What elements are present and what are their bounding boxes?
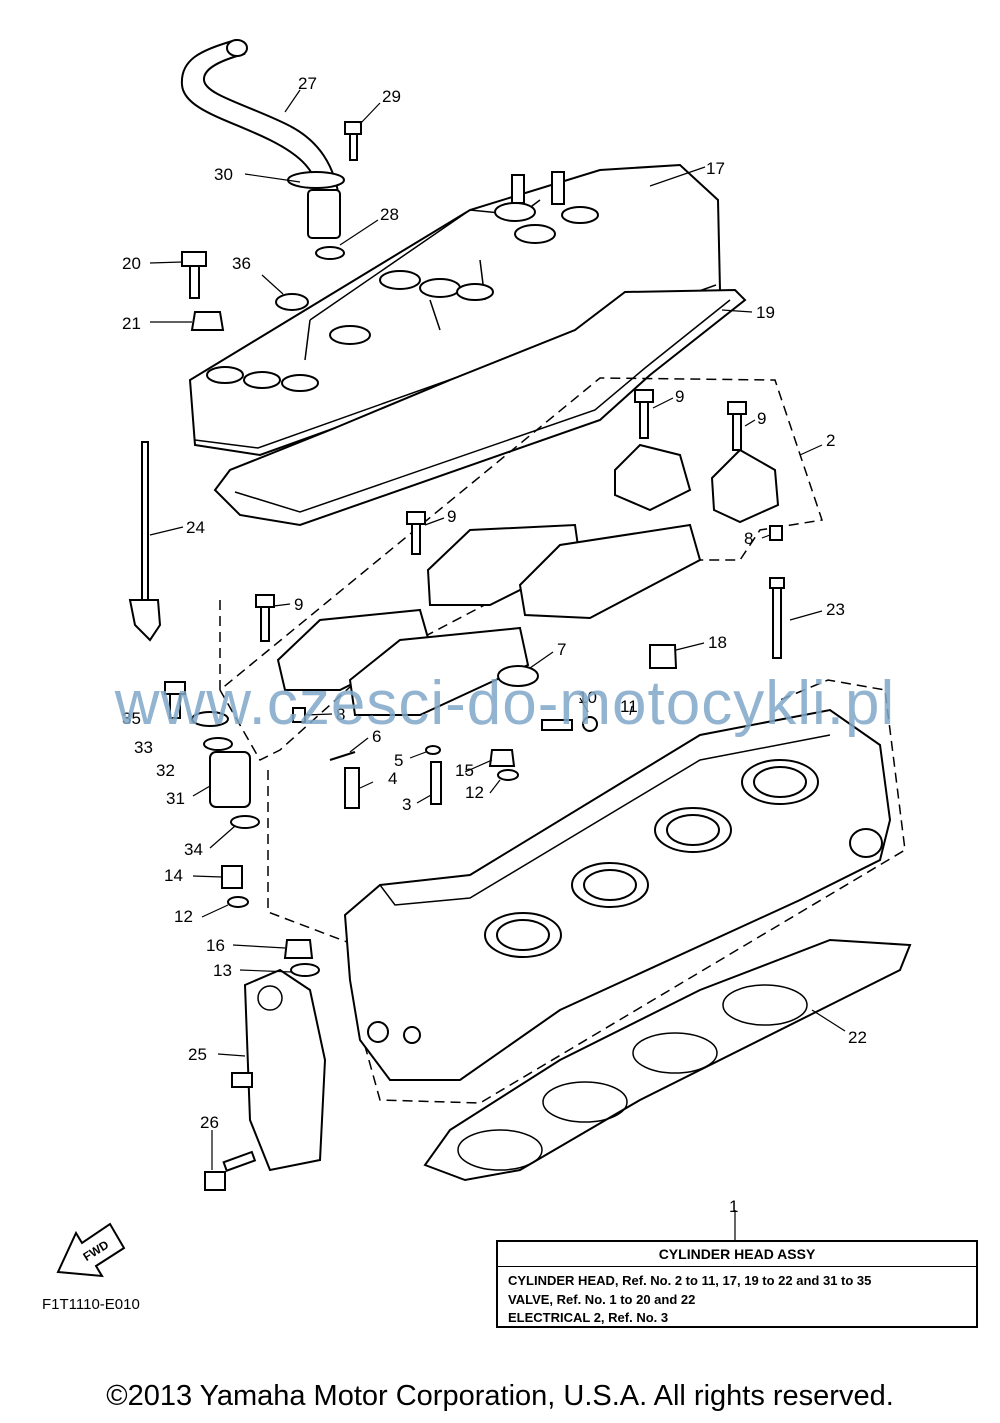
callout-30: 30 (214, 165, 233, 184)
callout-26: 26 (200, 1113, 219, 1132)
stud-bolt-23-part (769, 577, 785, 659)
camshaft-cap-assembly-outline (219, 377, 823, 761)
callout-5: 5 (394, 751, 403, 770)
cover-plate-part (243, 968, 327, 1172)
callout-6: 6 (372, 727, 381, 746)
callout-35: 35 (122, 709, 141, 728)
callout-10: 10 (578, 688, 597, 707)
callout-11: 11 (620, 697, 638, 716)
callout-2: 2 (826, 431, 835, 450)
nut-14-part (221, 865, 243, 889)
callout-32: 32 (156, 761, 175, 780)
callout-19: 19 (756, 303, 775, 322)
o-ring-34-part (230, 815, 260, 829)
callout-7: 7 (557, 640, 566, 659)
valve-parts (329, 716, 598, 809)
legend-line-1: CYLINDER HEAD, Ref. No. 2 to 11, 17, 19 … (508, 1273, 872, 1288)
callout-9-c: 9 (447, 507, 456, 526)
legend-divider (498, 1266, 976, 1267)
callout-9-b: 9 (757, 409, 766, 428)
watermark-text: www.czesci-do-motocykli.pl (114, 669, 896, 738)
copyright-notice: ©2013 Yamaha Motor Corporation, U.S.A. A… (106, 1380, 894, 1412)
seal-7-part (497, 665, 539, 687)
harness-band-part (128, 441, 162, 642)
drawing-code: F1T1110-E010 (42, 1296, 140, 1313)
leader-lines (149, 89, 846, 1240)
bolt-26-part (204, 1150, 257, 1191)
legend-line-2: VALVE, Ref. No. 1 to 20 and 22 (508, 1292, 696, 1307)
camshaft-cap-part (276, 443, 780, 716)
callout-8-b: 8 (336, 705, 345, 724)
callout-14: 14 (164, 866, 183, 885)
callout-20: 20 (122, 254, 141, 273)
callout-8-a: 8 (744, 529, 753, 548)
legend-title: CYLINDER HEAD ASSY (658, 1246, 816, 1262)
washer-32-part (203, 737, 233, 751)
cap-bolt-part (255, 389, 747, 642)
callout-13: 13 (213, 961, 232, 980)
bolt-20-part (181, 251, 207, 299)
legend-box: CYLINDER HEAD ASSY CYLINDER HEAD, Ref. N… (496, 1240, 978, 1328)
bolt-29-part (344, 121, 362, 161)
callout-3: 3 (402, 795, 411, 814)
dowel-pin-8-part (769, 525, 783, 541)
callout-15: 15 (455, 761, 474, 780)
callout-36: 36 (232, 254, 251, 273)
washer-13-part (290, 963, 320, 977)
callout-31: 31 (166, 789, 185, 808)
callout-12-b: 12 (174, 907, 193, 926)
callout-1: 1 (729, 1197, 738, 1216)
callout-24: 24 (186, 518, 205, 537)
sleeve-31-part (209, 751, 251, 808)
callout-9-d: 9 (294, 595, 303, 614)
callout-22: 22 (848, 1028, 867, 1047)
breather-hose-part (180, 38, 345, 239)
callout-labels: 27 29 30 17 28 20 36 21 19 9 9 2 24 9 8 … (122, 74, 867, 1216)
callout-17: 17 (706, 159, 725, 178)
fwd-arrow-icon: FWD (56, 1222, 126, 1278)
o-ring-28-part (315, 246, 345, 260)
callout-29: 29 (382, 87, 401, 106)
callout-12-a: 12 (465, 783, 484, 802)
legend-line-3: ELECTRICAL 2, Ref. No. 3 (508, 1310, 669, 1325)
callout-4: 4 (388, 769, 397, 788)
grommet-21-part (190, 311, 225, 331)
cover-gasket-part (213, 288, 747, 527)
bolt-35-part (164, 681, 186, 719)
callout-23: 23 (826, 600, 845, 619)
callout-34: 34 (184, 840, 203, 859)
callout-9-a: 9 (675, 387, 684, 406)
callout-27: 27 (298, 74, 317, 93)
callout-25: 25 (188, 1045, 207, 1064)
callout-21: 21 (122, 314, 141, 333)
cap-nut-16-part (283, 939, 314, 959)
callout-18: 18 (708, 633, 727, 652)
callout-28: 28 (380, 205, 399, 224)
cap-18-part (649, 644, 678, 669)
head-gasket-part (423, 938, 912, 1182)
plug-36-part (275, 293, 309, 311)
gasket-33-part (191, 711, 229, 727)
washer-12b-part (227, 896, 249, 908)
callout-16: 16 (206, 936, 225, 955)
cylinder-head-part (343, 708, 892, 1081)
callout-33: 33 (134, 738, 153, 757)
